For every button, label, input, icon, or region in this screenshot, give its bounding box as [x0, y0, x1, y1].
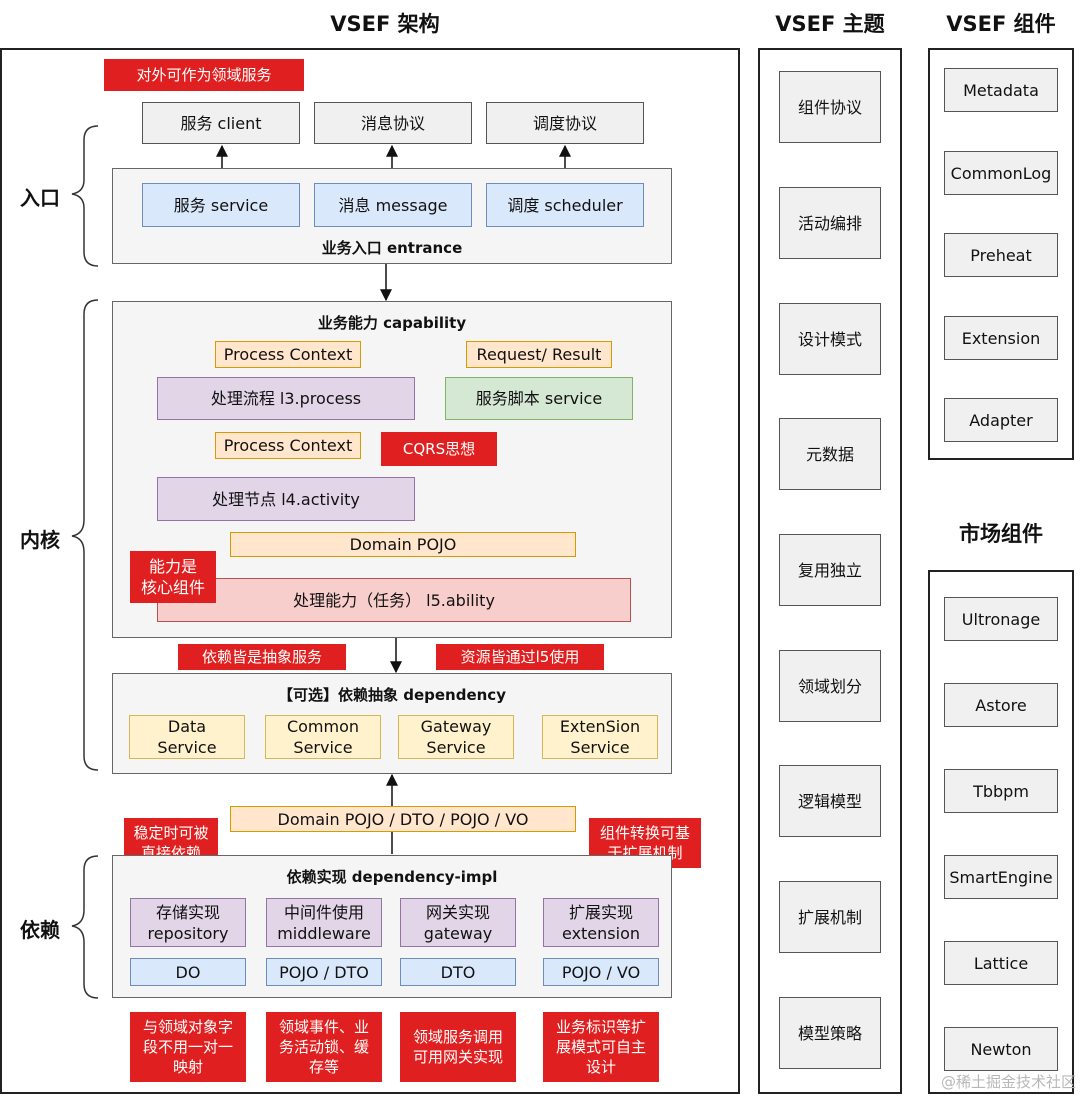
theme-item: 活动编排	[779, 187, 881, 259]
domain-events-note: 领域事件、业 务活动锁、缓 存等	[266, 1012, 382, 1082]
domain-pojo-bar: Domain POJO	[230, 532, 576, 557]
cqrs-note: CQRS思想	[381, 432, 497, 466]
theme-item: 逻辑模型	[779, 765, 881, 837]
pojo-dto-vo-bar: Domain POJO / DTO / POJO / VO	[230, 806, 576, 832]
service-client-box: 服务 client	[142, 102, 300, 144]
core-side-label: 内核	[20, 528, 60, 552]
extension-box: 扩展实现 extension	[543, 898, 659, 947]
scheduler-protocol-box: 调度协议	[486, 102, 644, 144]
market-title: 市场组件	[959, 522, 1043, 546]
gateway-box: 网关实现 gateway	[400, 898, 516, 947]
theme-item: 设计模式	[779, 303, 881, 375]
common-service-box: Common Service	[265, 715, 381, 759]
gateway-call-note: 领域服务调用 可用网关实现	[400, 1012, 516, 1082]
pojo-dto-type-box: POJO / DTO	[266, 958, 382, 986]
request-result-box: Request/ Result	[466, 341, 612, 368]
components-title: VSEF 组件	[946, 12, 1056, 36]
component-item: Extension	[944, 316, 1058, 360]
data-service-box: Data Service	[129, 715, 245, 759]
component-item: CommonLog	[944, 151, 1058, 195]
do-type-box: DO	[130, 958, 246, 986]
extension-pattern-note: 业务标识等扩 展模式可自主 设计	[543, 1012, 659, 1082]
repository-box: 存储实现 repository	[130, 898, 246, 947]
ability-box: 处理能力（任务） l5.ability	[157, 578, 631, 622]
theme-item: 模型策略	[779, 997, 881, 1069]
component-item: Preheat	[944, 233, 1058, 277]
capability-label: 业务能力 capability	[317, 314, 467, 332]
market-item: SmartEngine	[944, 855, 1058, 899]
service-script-box: 服务脚本 service	[445, 377, 633, 420]
entry-side-label: 入口	[20, 186, 60, 210]
entrance-label: 业务入口 entrance	[321, 239, 463, 257]
component-item: Adapter	[944, 398, 1058, 442]
pojo-vo-type-box: POJO / VO	[543, 958, 659, 986]
external-domain-service-note: 对外可作为领域服务	[104, 59, 304, 91]
market-item: Lattice	[944, 941, 1058, 985]
themes-title: VSEF 主题	[775, 12, 885, 36]
market-item: Tbbpm	[944, 769, 1058, 813]
message-entry-box: 消息 message	[314, 183, 472, 227]
core-component-note: 能力是 核心组件	[130, 551, 216, 603]
service-entry-box: 服务 service	[142, 183, 300, 227]
middleware-box: 中间件使用 middleware	[266, 898, 382, 947]
market-item: Newton	[944, 1027, 1058, 1071]
extension-service-box: ExtenSion Service	[542, 715, 658, 759]
process-context-top: Process Context	[215, 341, 361, 368]
scheduler-entry-box: 调度 scheduler	[486, 183, 644, 227]
gateway-service-box: Gateway Service	[398, 715, 514, 759]
dto-type-box: DTO	[400, 958, 516, 986]
dependency-side-label: 依赖	[20, 918, 60, 942]
activity-box: 处理节点 l4.activity	[157, 477, 415, 521]
dependency-impl-label: 依赖实现 dependency-impl	[286, 868, 498, 886]
dependency-label: 【可选】依赖抽象 dependency	[278, 686, 506, 704]
resources-l5-note: 资源皆通过l5使用	[436, 644, 604, 670]
message-protocol-box: 消息协议	[314, 102, 472, 144]
theme-item: 扩展机制	[779, 881, 881, 953]
market-item: Astore	[944, 683, 1058, 727]
market-frame	[928, 570, 1074, 1094]
abstract-services-note: 依赖皆是抽象服务	[178, 644, 346, 670]
watermark: @稀土掘金技术社区	[940, 1073, 1076, 1091]
theme-item: 复用独立	[779, 534, 881, 606]
theme-item: 组件协议	[779, 71, 881, 143]
process-context-middle: Process Context	[215, 432, 361, 459]
process-box: 处理流程 l3.process	[157, 377, 415, 420]
market-item: Ultronage	[944, 597, 1058, 641]
field-mapping-note: 与领域对象字 段不用一对一 映射	[130, 1012, 246, 1082]
theme-item: 元数据	[779, 418, 881, 490]
component-item: Metadata	[944, 68, 1058, 112]
architecture-title: VSEF 架构	[330, 12, 440, 36]
theme-item: 领域划分	[779, 650, 881, 722]
